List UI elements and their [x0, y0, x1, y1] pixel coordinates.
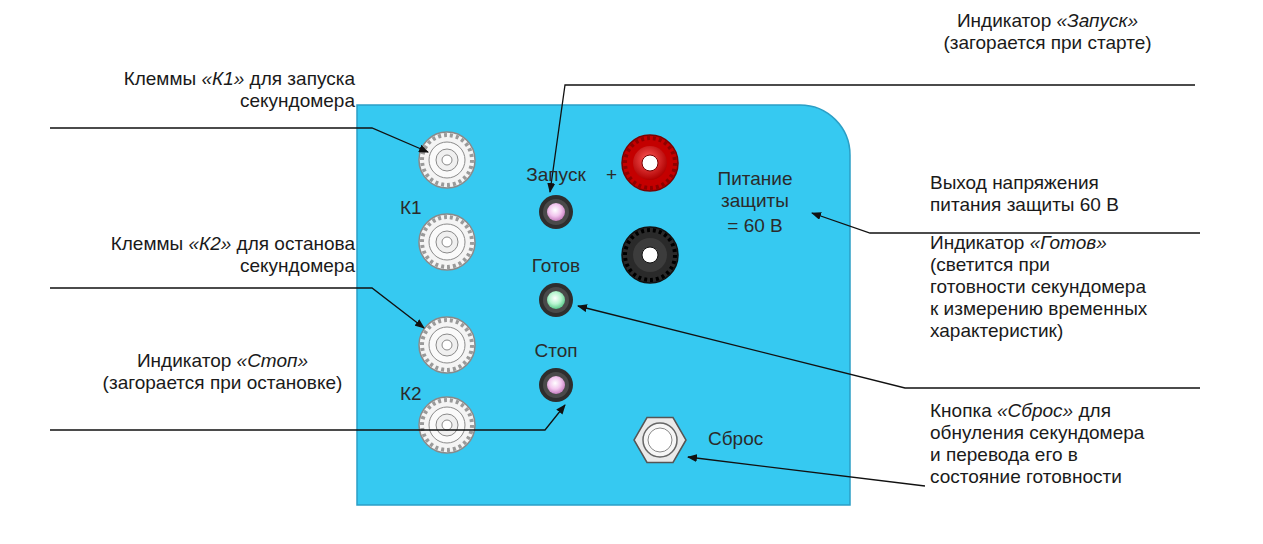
terminal-label: К2: [400, 383, 422, 405]
indicator-label: Готов: [506, 255, 606, 277]
callout-text: Индикатор «Стоп» (загорается при останов…: [90, 350, 355, 394]
button-label: Сброс: [708, 428, 763, 450]
terminal-group: [419, 132, 475, 453]
led-indicator: [539, 283, 573, 317]
indicator-label: Запуск: [506, 164, 606, 186]
terminal: [419, 317, 475, 373]
callout-text: Кнопка «Сброс» для обнуления секундомера…: [930, 400, 1150, 488]
device-panel: [357, 105, 850, 505]
indicator-label: Стоп: [506, 340, 606, 362]
terminal: [419, 214, 475, 270]
callout-text: Индикатор «Запуск» (загорается при старт…: [925, 10, 1170, 54]
reset-button: [634, 418, 686, 463]
led-indicator: [539, 195, 573, 229]
quoted-name: «Готов»: [1030, 232, 1107, 253]
black-terminal: [622, 227, 678, 283]
leader-line: [812, 213, 1200, 233]
terminal: [419, 397, 475, 453]
callout-text: Индикатор «Готов» (светится при готовнос…: [930, 232, 1150, 342]
callout-text: Выход напряжения питания защиты 60 В: [930, 172, 1145, 216]
power-label: Питание защиты: [700, 168, 810, 212]
quoted-name: «Стоп»: [237, 350, 309, 371]
terminal: [419, 132, 475, 188]
leader-line: [50, 405, 565, 430]
callout-text: Клеммы «К2» для останова секундомера: [100, 233, 355, 277]
terminal-label: К1: [400, 197, 422, 219]
leader-line: [50, 128, 428, 152]
polarity-sign: +: [606, 164, 617, 186]
quoted-name: «Сброс»: [997, 400, 1073, 421]
voltage-label: = 60 В: [700, 215, 810, 237]
quoted-name: «Запуск»: [1057, 10, 1139, 31]
leader-line: [688, 457, 925, 486]
leader-line: [50, 288, 424, 328]
quoted-name: «К1»: [201, 68, 244, 89]
led-indicator: [539, 368, 573, 402]
callout-text: Клеммы «К1» для запуска секундомера: [100, 68, 355, 112]
quoted-name: «К2»: [188, 233, 231, 254]
red-terminal: [622, 135, 678, 191]
